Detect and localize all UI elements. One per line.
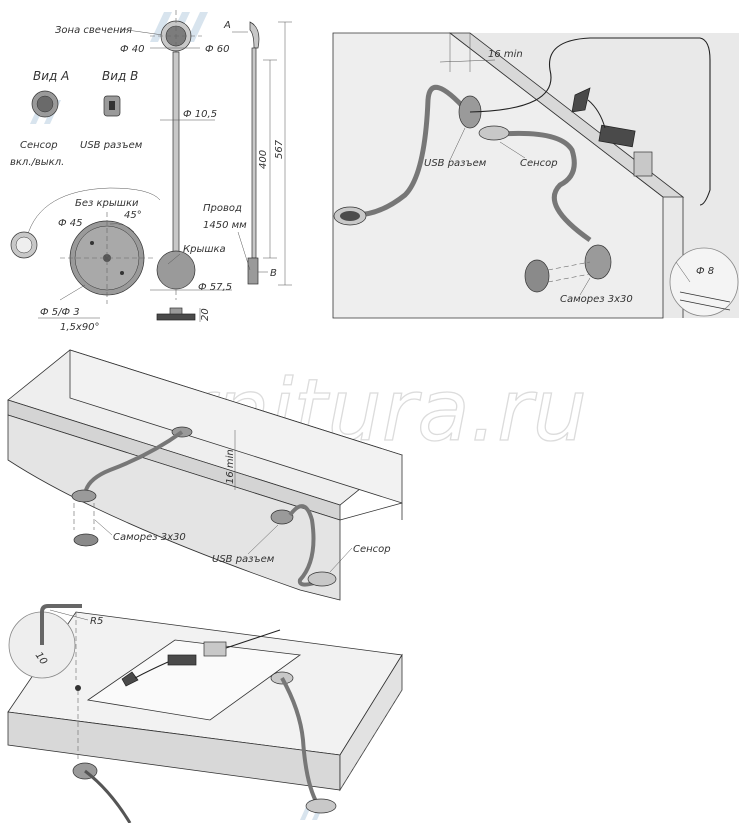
label-sensor-a: Сенсор bbox=[20, 140, 58, 151]
label-sensor-wall: Сенсор bbox=[520, 158, 558, 169]
installation-shelf: Саморез 3х30 16 min USB разъем Сенсор bbox=[7, 349, 403, 601]
power-adapter bbox=[598, 124, 636, 148]
lamp-stem bbox=[172, 51, 180, 259]
cabinet-sensor-head bbox=[305, 798, 337, 814]
dim-r5: R5 bbox=[90, 616, 103, 627]
view-b-title: Вид В bbox=[102, 69, 138, 83]
side-stem bbox=[251, 47, 257, 259]
label-sensor-on-off: вкл./выкл. bbox=[10, 157, 64, 168]
wall-panel bbox=[332, 32, 664, 319]
label-no-cover: Без крышки bbox=[75, 198, 139, 209]
dim-d5-d3: Ф 5/Ф 3 bbox=[40, 307, 80, 318]
label-usb-shelf: USB разъем bbox=[212, 554, 275, 565]
cabinet-adapter bbox=[167, 654, 197, 666]
label-cover: Крышка bbox=[183, 244, 226, 255]
cover-circle bbox=[156, 250, 196, 290]
side-head bbox=[249, 21, 260, 49]
shelf-sensor-head bbox=[307, 571, 337, 587]
technical-drawing: Зона свечения Ф 40 Ф 60 Ф 10,5 Крышка Ф … bbox=[10, 10, 292, 333]
installation-wall: USB разъем Сенсор Саморез 3х30 16 min Ф … bbox=[332, 32, 739, 319]
label-glow-zone: Зона свечения bbox=[55, 25, 132, 36]
dim-d57-5: Ф 57,5 bbox=[198, 282, 232, 293]
label-sensor-shelf: Сенсор bbox=[353, 544, 391, 555]
mark-b: B bbox=[270, 268, 277, 279]
shelf-cover-1 bbox=[73, 533, 99, 547]
label-usb-b: USB разъем bbox=[80, 140, 143, 151]
base-side bbox=[156, 313, 196, 321]
cabinet-plug bbox=[121, 671, 139, 687]
dim-16min-shelf: 16 min bbox=[225, 449, 236, 484]
installation-cabinet: R5 10 bbox=[7, 604, 403, 823]
wall-cover bbox=[524, 259, 550, 293]
dim-h400: 400 bbox=[258, 150, 269, 169]
power-hub bbox=[633, 151, 653, 177]
label-screw-shelf: Саморез 3х30 bbox=[113, 532, 186, 543]
shelf-base-1 bbox=[71, 489, 97, 503]
dim-16min-wall: 16 min bbox=[488, 49, 523, 60]
wall-sensor-head bbox=[478, 125, 510, 141]
dim-d60: Ф 60 bbox=[205, 44, 230, 55]
cabinet-plate bbox=[86, 639, 302, 721]
wall-lamp-base bbox=[584, 244, 612, 280]
label-screw-wall: Саморез 3х30 bbox=[560, 294, 633, 305]
cabinet-hub bbox=[203, 641, 227, 657]
gooseneck-arc bbox=[26, 187, 161, 238]
dim-d45: Ф 45 bbox=[58, 218, 83, 229]
side-base bbox=[247, 257, 259, 285]
dim-d40: Ф 40 bbox=[120, 44, 145, 55]
label-usb-wall: USB разъем bbox=[424, 158, 487, 169]
label-wire: Провод bbox=[203, 203, 242, 214]
view-a-title: Вид А bbox=[33, 69, 69, 83]
label-wire-length: 1450 мм bbox=[203, 220, 247, 231]
dim-angle45: 45° bbox=[124, 210, 142, 221]
dim-d8: Ф 8 bbox=[696, 266, 714, 277]
shelf-usb-base bbox=[270, 509, 294, 525]
plug bbox=[571, 87, 591, 113]
dim-d10-5: Ф 10,5 bbox=[183, 109, 217, 120]
hole-detail bbox=[669, 247, 739, 317]
dim-h20: 20 bbox=[200, 308, 211, 321]
mark-a: A bbox=[223, 20, 231, 31]
dim-countersink: 1,5х90° bbox=[60, 322, 100, 333]
dim-h567: 567 bbox=[274, 139, 285, 159]
